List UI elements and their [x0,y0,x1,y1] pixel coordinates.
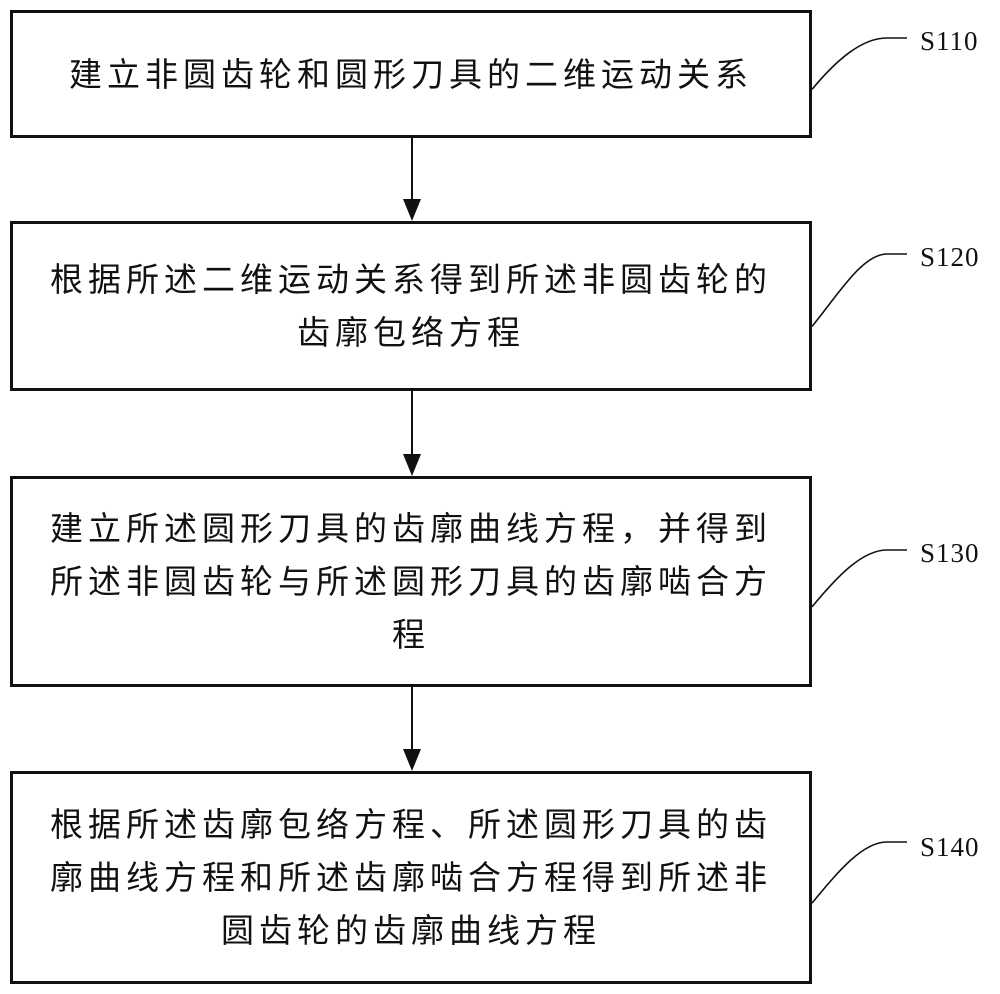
leader-line-s120 [811,253,907,327]
step-text-s120: 根据所述二维运动关系得到所述非圆齿轮的齿廓包络方程 [50,260,772,352]
step-label-s130: S130 [920,538,980,568]
leader-line-s130 [811,549,907,608]
step-box-s120: 根据所述二维运动关系得到所述非圆齿轮的齿廓包络方程 [10,221,812,391]
arrow-s120-to-s130 [403,391,421,476]
step-box-s130: 建立所述圆形刀具的齿廓曲线方程，并得到所述非圆齿轮与所述圆形刀具的齿廓啮合方程 [10,476,812,687]
arrowhead-icon [403,454,421,476]
leader-line-s140 [811,841,907,904]
arrowhead-icon [403,749,421,771]
step-box-s110: 建立非圆齿轮和圆形刀具的二维运动关系 [10,10,812,138]
step-label-s120: S120 [920,242,980,272]
step-label-s140: S140 [920,832,980,862]
leader-line-s110 [811,37,907,90]
step-box-s140: 根据所述齿廓包络方程、所述圆形刀具的齿廓曲线方程和所述齿廓啮合方程得到所述非圆齿… [10,771,812,984]
step-label-s110: S110 [920,26,979,56]
step-text-s110: 建立非圆齿轮和圆形刀具的二维运动关系 [69,54,753,94]
step-text-s130: 建立所述圆形刀具的齿廓曲线方程，并得到所述非圆齿轮与所述圆形刀具的齿廓啮合方程 [50,509,772,654]
arrow-s110-to-s120 [403,138,421,221]
arrowhead-icon [403,199,421,221]
arrow-s130-to-s140 [403,687,421,771]
step-text-s140: 根据所述齿廓包络方程、所述圆形刀具的齿廓曲线方程和所述齿廓啮合方程得到所述非圆齿… [50,805,772,950]
